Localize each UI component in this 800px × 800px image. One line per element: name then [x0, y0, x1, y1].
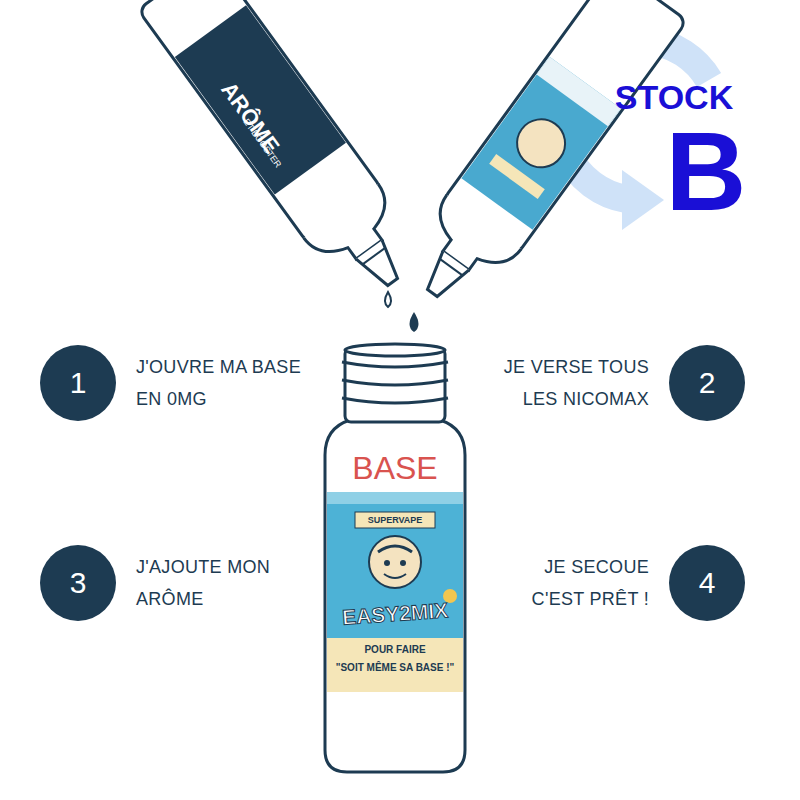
step-circle: 2JE VERSE TOUS LES NICOMAX: [669, 345, 745, 421]
watermark: STOCK: [615, 80, 733, 114]
brand-name: SUPERVAPE: [368, 516, 423, 525]
watermark: B: [666, 116, 747, 228]
step-text: J'OUVRE MA BASE EN 0MG: [136, 352, 326, 415]
step-number: 1: [40, 345, 116, 421]
refresh-arrow-head: [622, 170, 664, 230]
arome-bottle: [138, 0, 430, 309]
step-text: J'AJOUTE MON ARÔME: [136, 552, 286, 615]
step-number: 4: [669, 545, 745, 621]
bottle-title: BASE: [352, 452, 437, 484]
step-text: JE VERSE TOUS LES NICOMAX: [489, 352, 649, 415]
step-circle: 3J'AJOUTE MON ARÔME: [40, 545, 116, 621]
base-bottle: [325, 344, 465, 772]
step-circle: 1J'OUVRE MA BASE EN 0MG: [40, 345, 116, 421]
step-number: 3: [40, 545, 116, 621]
step-number: 2: [669, 345, 745, 421]
drop: [385, 292, 391, 307]
bottle-tagline: "SOIT MÊME SA BASE !": [336, 663, 455, 673]
drop: [410, 312, 419, 332]
step-circle: 4JE SECOUE C'EST PRÊT !: [669, 545, 745, 621]
nicomax-bottle: [395, 0, 687, 320]
step-text: JE SECOUE C'EST PRÊT !: [519, 552, 649, 615]
bottle-tagline: POUR FAIRE: [364, 645, 425, 655]
